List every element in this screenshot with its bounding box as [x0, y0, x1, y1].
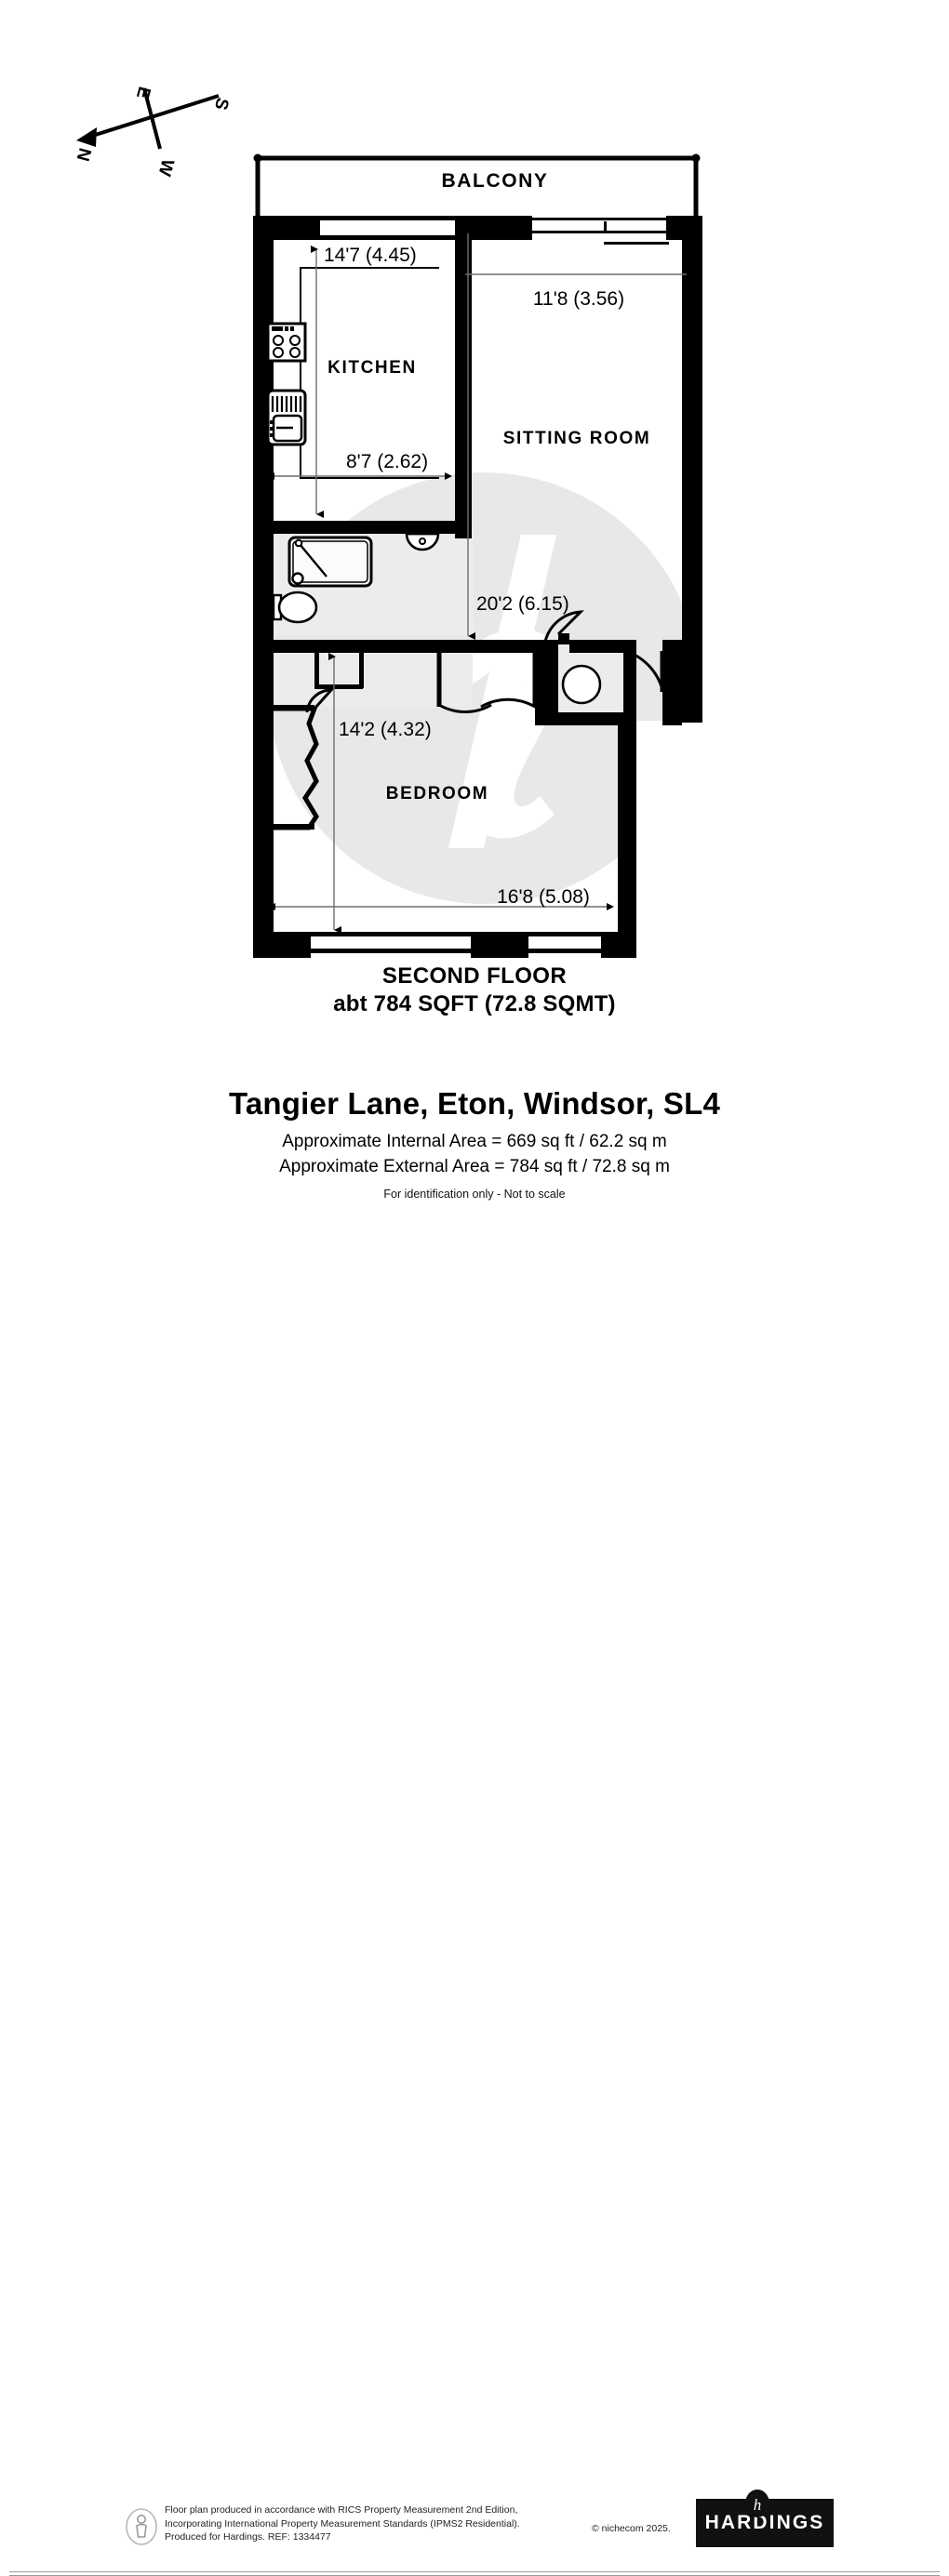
- floorplan-canvas: E S W N: [0, 85, 949, 2576]
- floor-caption: SECOND FLOOR abt 784 SQFT (72.8 SQMT): [0, 963, 949, 1018]
- cylinder-tank-icon: [561, 664, 602, 705]
- compass-label-left: N: [72, 146, 94, 165]
- dimension-label-bedroom-width: 16'8 (5.08): [497, 886, 590, 908]
- person-info-icon: [126, 2508, 157, 2545]
- floorplan-drawing: E S W N: [72, 85, 702, 958]
- dimension-label-kitchen-width: 8'7 (2.62): [346, 451, 428, 472]
- footer: Floor plan produced in accordance with R…: [0, 1246, 949, 2576]
- room-label-bedroom: BEDROOM: [386, 784, 488, 803]
- compass-label-right: S: [209, 96, 232, 113]
- internal-area-line: Approximate Internal Area = 669 sq ft / …: [282, 1132, 667, 1151]
- wash-basin-icon: [405, 524, 440, 551]
- rics-line-3: Produced for Hardings. REF: 1334477: [165, 2531, 331, 2543]
- dimension-label-kitchen-length: 14'7 (4.45): [324, 245, 417, 266]
- rics-compliance-text: Floor plan produced in accordance with R…: [165, 2503, 602, 2544]
- scale-disclaimer: For identification only - Not to scale: [383, 1188, 566, 1201]
- dimension-label-sitting-width: 11'8 (3.56): [533, 288, 624, 310]
- svg-text:h: h: [754, 2496, 762, 2514]
- page-title: Tangier Lane, Eton, Windsor, SL4: [228, 1086, 721, 1121]
- balcony-outline: [253, 153, 701, 218]
- kitchen-sink-icon: [266, 389, 307, 446]
- compass-label-top: E: [131, 85, 154, 102]
- dimension-label-bedroom-depth: 14'2 (4.32): [339, 719, 432, 740]
- rics-line-1: Floor plan produced in accordance with R…: [165, 2504, 518, 2516]
- dimension-label-sitting-length: 20'2 (6.15): [476, 593, 569, 615]
- door-leaves: [436, 651, 665, 707]
- compass-rose: E S W N: [72, 85, 232, 179]
- floor-name: SECOND FLOOR: [381, 963, 568, 989]
- external-area-line: Approximate External Area = 784 sq ft / …: [279, 1157, 670, 1176]
- rics-line-2: Incorporating International Property Mea…: [165, 2517, 520, 2530]
- hardings-emblem-icon: h: [745, 2490, 769, 2517]
- dimension-lines: [267, 229, 694, 934]
- floor-area: abt 784 SQFT (72.8 SQMT): [333, 991, 616, 1016]
- compass-label-bottom: W: [154, 157, 177, 179]
- kitchen-hob-icon: [266, 322, 307, 363]
- room-label-kitchen: KITCHEN: [327, 358, 417, 378]
- toilet-icon: [272, 591, 318, 624]
- room-label-sitting-room: SITTING ROOM: [503, 429, 651, 448]
- bath-shower-icon: [287, 536, 373, 588]
- copyright-text: © nichecom 2025.: [592, 2523, 671, 2534]
- footer-divider: [9, 2571, 940, 2576]
- room-label-balcony: BALCONY: [441, 170, 548, 192]
- kitchen-units: [266, 267, 439, 479]
- bathroom-fixtures: [272, 524, 440, 624]
- bifold-wardrobe-icon: [274, 706, 319, 830]
- address-block: Tangier Lane, Eton, Windsor, SL4 Approxi…: [0, 1086, 949, 1201]
